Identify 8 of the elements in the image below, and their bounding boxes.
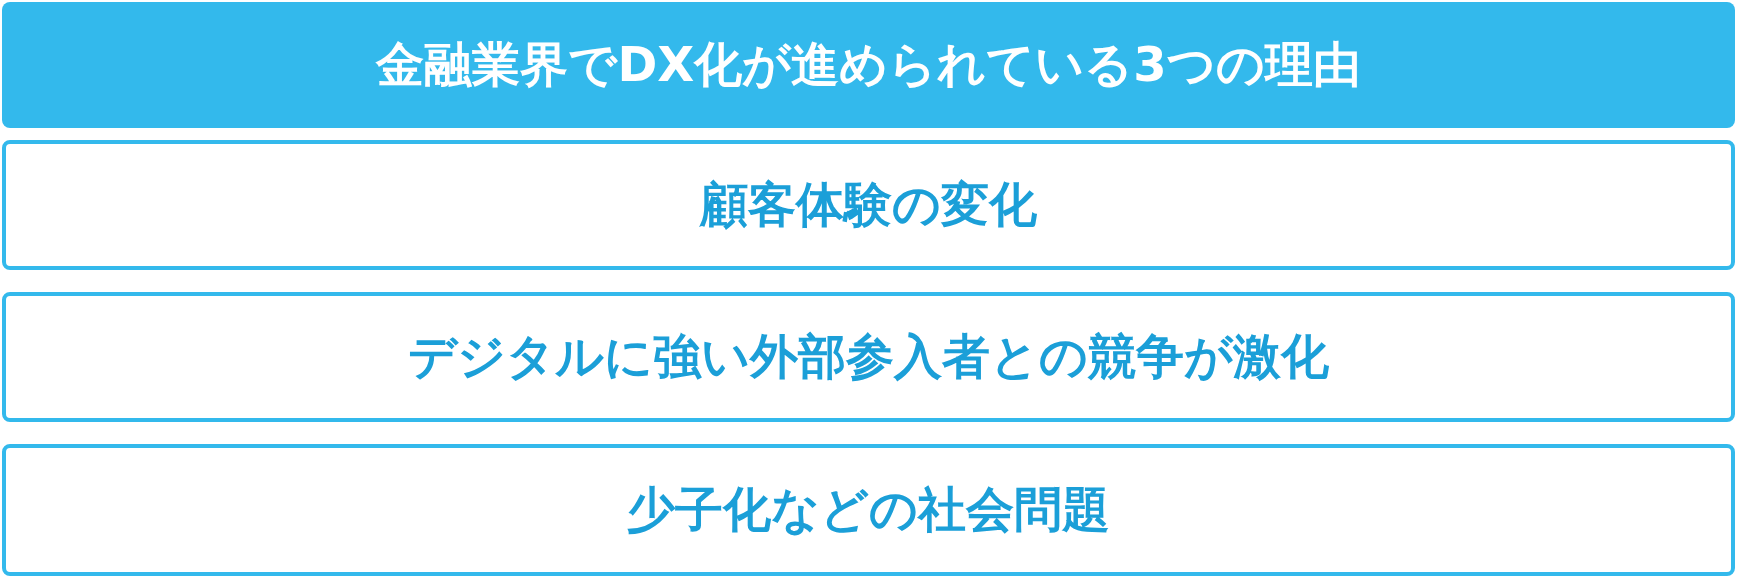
reason-text: 少子化などの社会問題 [627, 480, 1110, 539]
reason-text: デジタルに強い外部参入者との競争が激化 [408, 327, 1329, 386]
reason-text: 顧客体験の変化 [700, 175, 1037, 234]
title-banner [2, 2, 1735, 128]
reason-box [2, 292, 1735, 422]
title-text: 金融業界でDX化が進められている3つの理由 [376, 35, 1361, 94]
reason-box [2, 140, 1735, 270]
reason-box [2, 444, 1735, 576]
